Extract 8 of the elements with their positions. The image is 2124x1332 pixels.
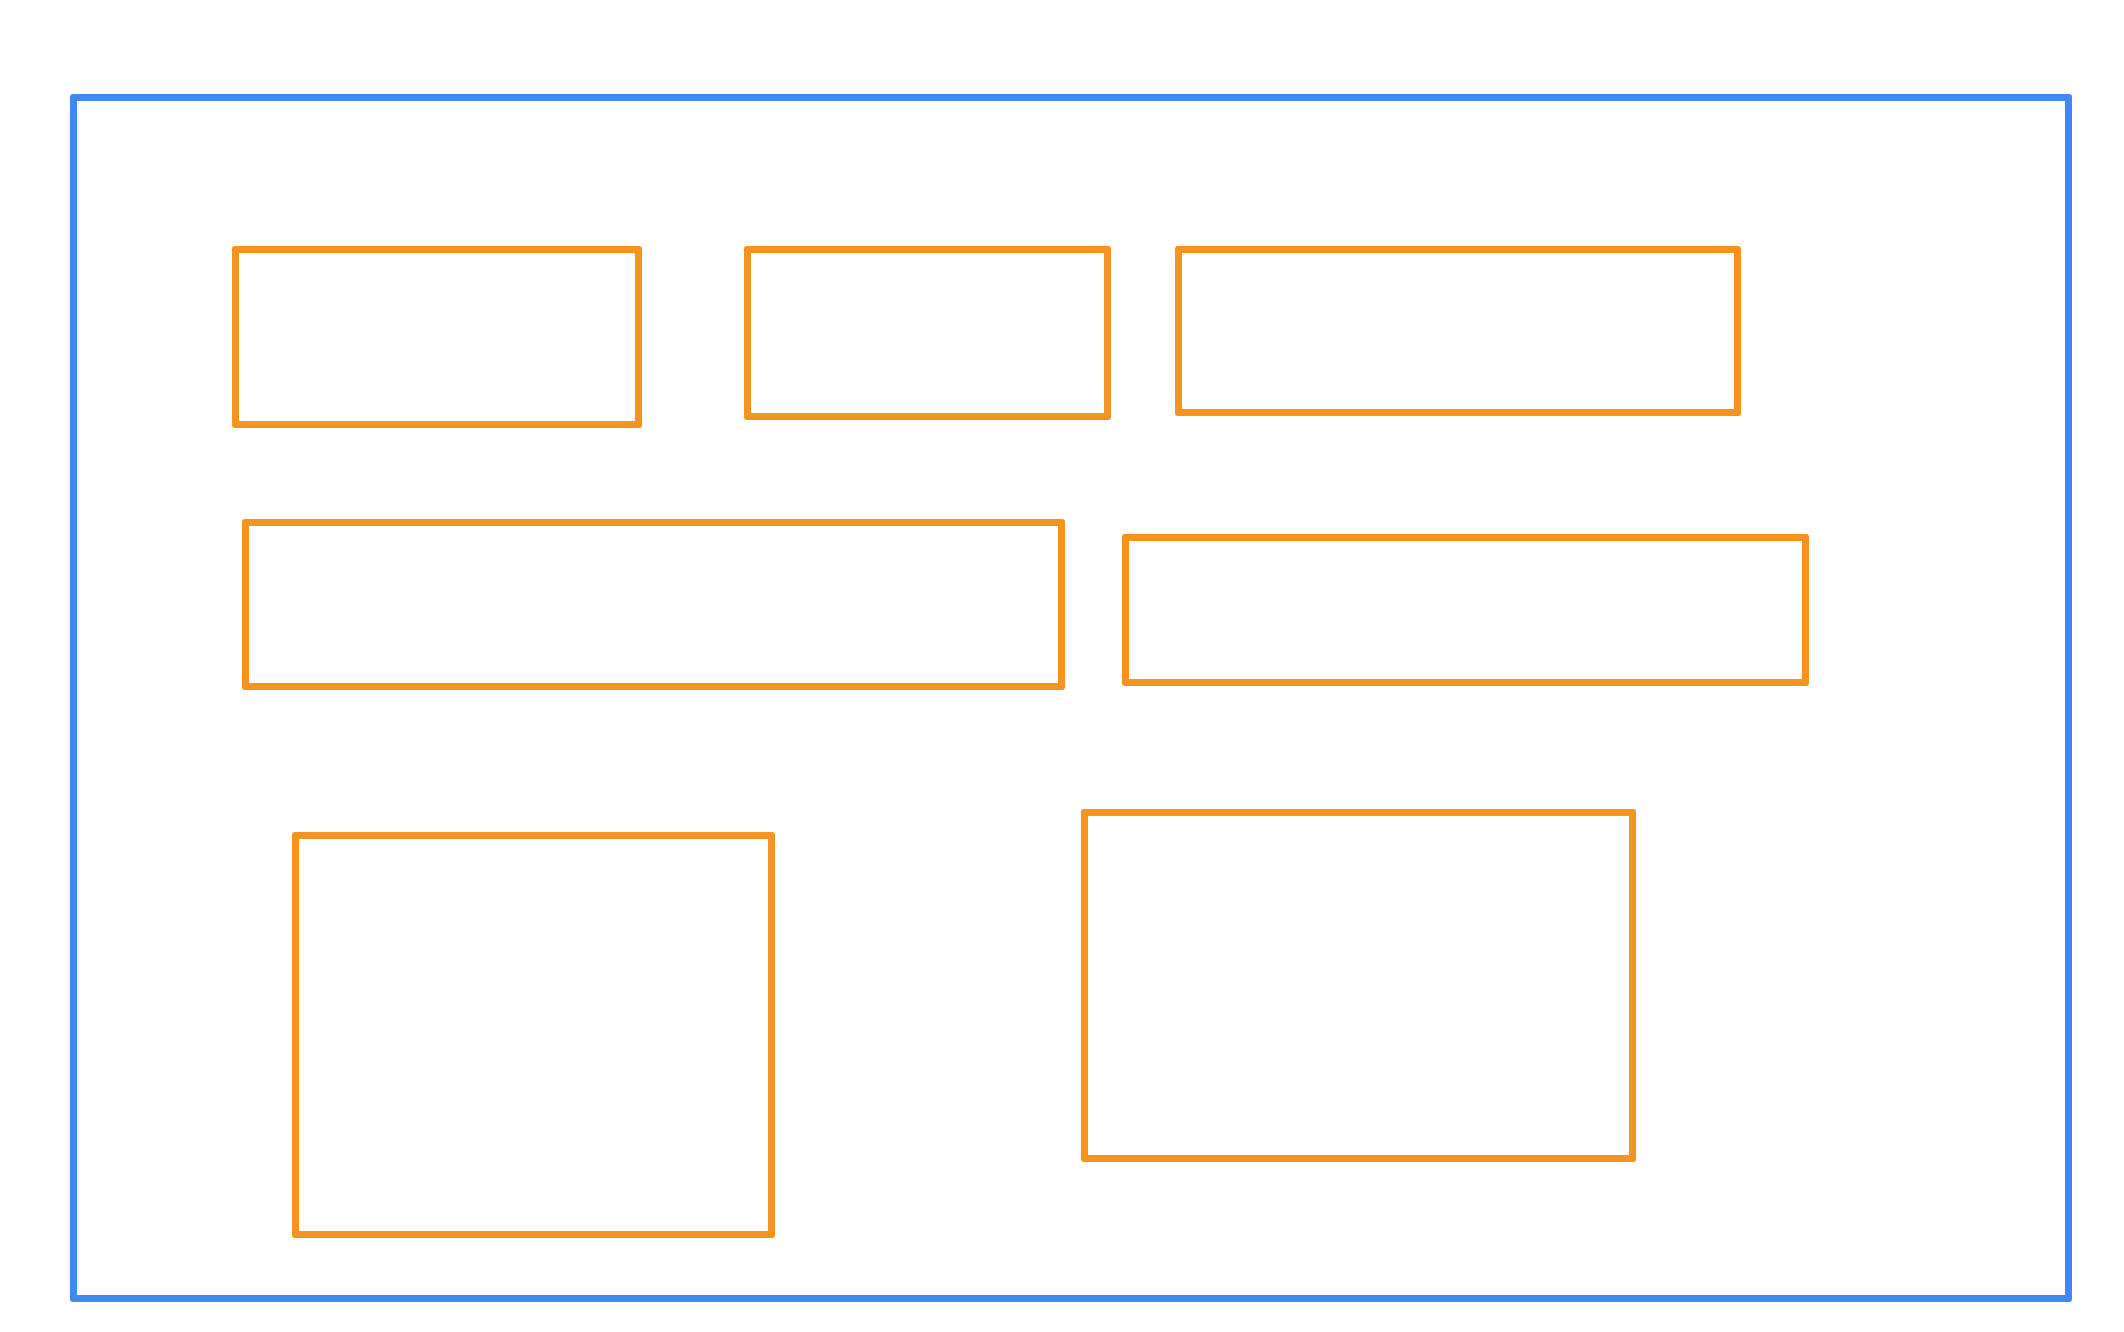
inner-rectangle: [744, 246, 1111, 420]
inner-rectangle: [232, 246, 642, 428]
outer-rectangle: [70, 94, 2072, 1302]
inner-rectangle: [242, 519, 1065, 690]
inner-rectangle: [292, 832, 775, 1238]
inner-rectangle: [1122, 534, 1809, 686]
inner-rectangle: [1175, 246, 1741, 416]
inner-rectangle: [1081, 809, 1636, 1162]
